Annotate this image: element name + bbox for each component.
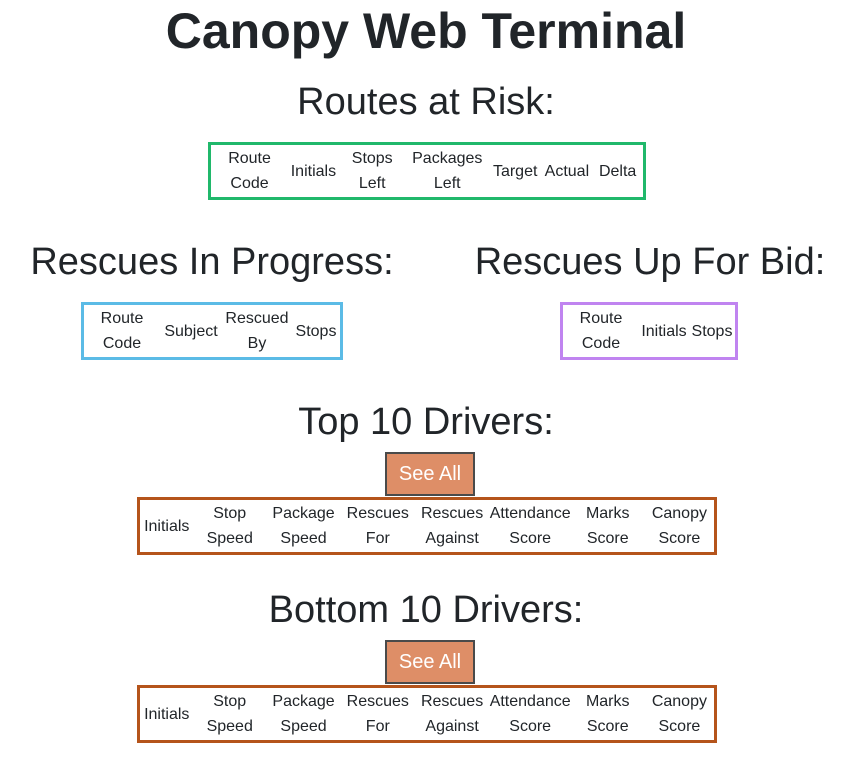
top-drivers-heading: Top 10 Drivers: — [298, 401, 554, 443]
column-header: Delta — [598, 162, 637, 180]
top-drivers-table: Initials Stop Speed Package Speed Rescue… — [137, 497, 717, 555]
column-header: Initials — [290, 162, 337, 180]
column-header: Rescues Against — [420, 505, 484, 547]
column-header: Canopy Score — [651, 505, 707, 547]
column-header: Canopy Score — [651, 693, 707, 735]
see-all-bottom-drivers-button[interactable]: See All — [385, 640, 475, 684]
column-header: Rescues For — [346, 693, 409, 735]
column-header: Stop Speed — [206, 505, 253, 547]
column-header: Rescues Against — [420, 693, 484, 735]
column-header: Initials — [144, 705, 190, 723]
column-header: Rescues For — [346, 505, 409, 547]
table-header-row: Initials Stop Speed Package Speed Rescue… — [139, 687, 716, 742]
rescues-in-progress-heading: Rescues In Progress: — [30, 241, 394, 283]
routes-at-risk-heading: Routes at Risk: — [297, 81, 555, 123]
table-header-row: Route Code Subject Rescued By Stops — [83, 304, 342, 359]
routes-at-risk-table: Route Code Initials Stops Left Packages … — [208, 142, 646, 200]
column-header: Initials — [144, 517, 190, 535]
column-header: Stop Speed — [206, 693, 253, 735]
column-header: Attendance Score — [489, 505, 571, 547]
column-header: Route Code — [579, 310, 623, 352]
page-title: Canopy Web Terminal — [165, 3, 687, 59]
column-header: Actual — [544, 162, 590, 180]
column-header: Subject — [164, 322, 218, 340]
column-header: Stops Left — [351, 150, 393, 192]
column-header: Target — [492, 162, 538, 180]
column-header: Initials — [641, 322, 687, 340]
column-header: Stops — [691, 322, 733, 340]
column-header: Route Code — [100, 310, 144, 352]
column-header: Marks Score — [585, 505, 630, 547]
bottom-drivers-table: Initials Stop Speed Package Speed Rescue… — [137, 685, 717, 743]
column-header: Package Speed — [272, 505, 335, 547]
column-header: Route Code — [228, 150, 271, 192]
rescues-up-for-bid-table: Route Code Initials Stops — [560, 302, 738, 360]
column-header: Stops — [295, 322, 337, 340]
column-header: Attendance Score — [489, 693, 571, 735]
rescues-in-progress-table: Route Code Subject Rescued By Stops — [81, 302, 343, 360]
table-header-row: Initials Stop Speed Package Speed Rescue… — [139, 499, 716, 554]
column-header: Marks Score — [585, 693, 630, 735]
column-header: Packages Left — [412, 150, 483, 192]
rescues-up-for-bid-heading: Rescues Up For Bid: — [474, 241, 826, 283]
column-header: Rescued By — [225, 310, 289, 352]
see-all-top-drivers-button[interactable]: See All — [385, 452, 475, 496]
table-header-row: Route Code Initials Stops — [562, 304, 737, 359]
column-header: Package Speed — [272, 693, 335, 735]
bottom-drivers-heading: Bottom 10 Drivers: — [268, 589, 584, 631]
table-header-row: Route Code Initials Stops Left Packages … — [210, 144, 645, 199]
